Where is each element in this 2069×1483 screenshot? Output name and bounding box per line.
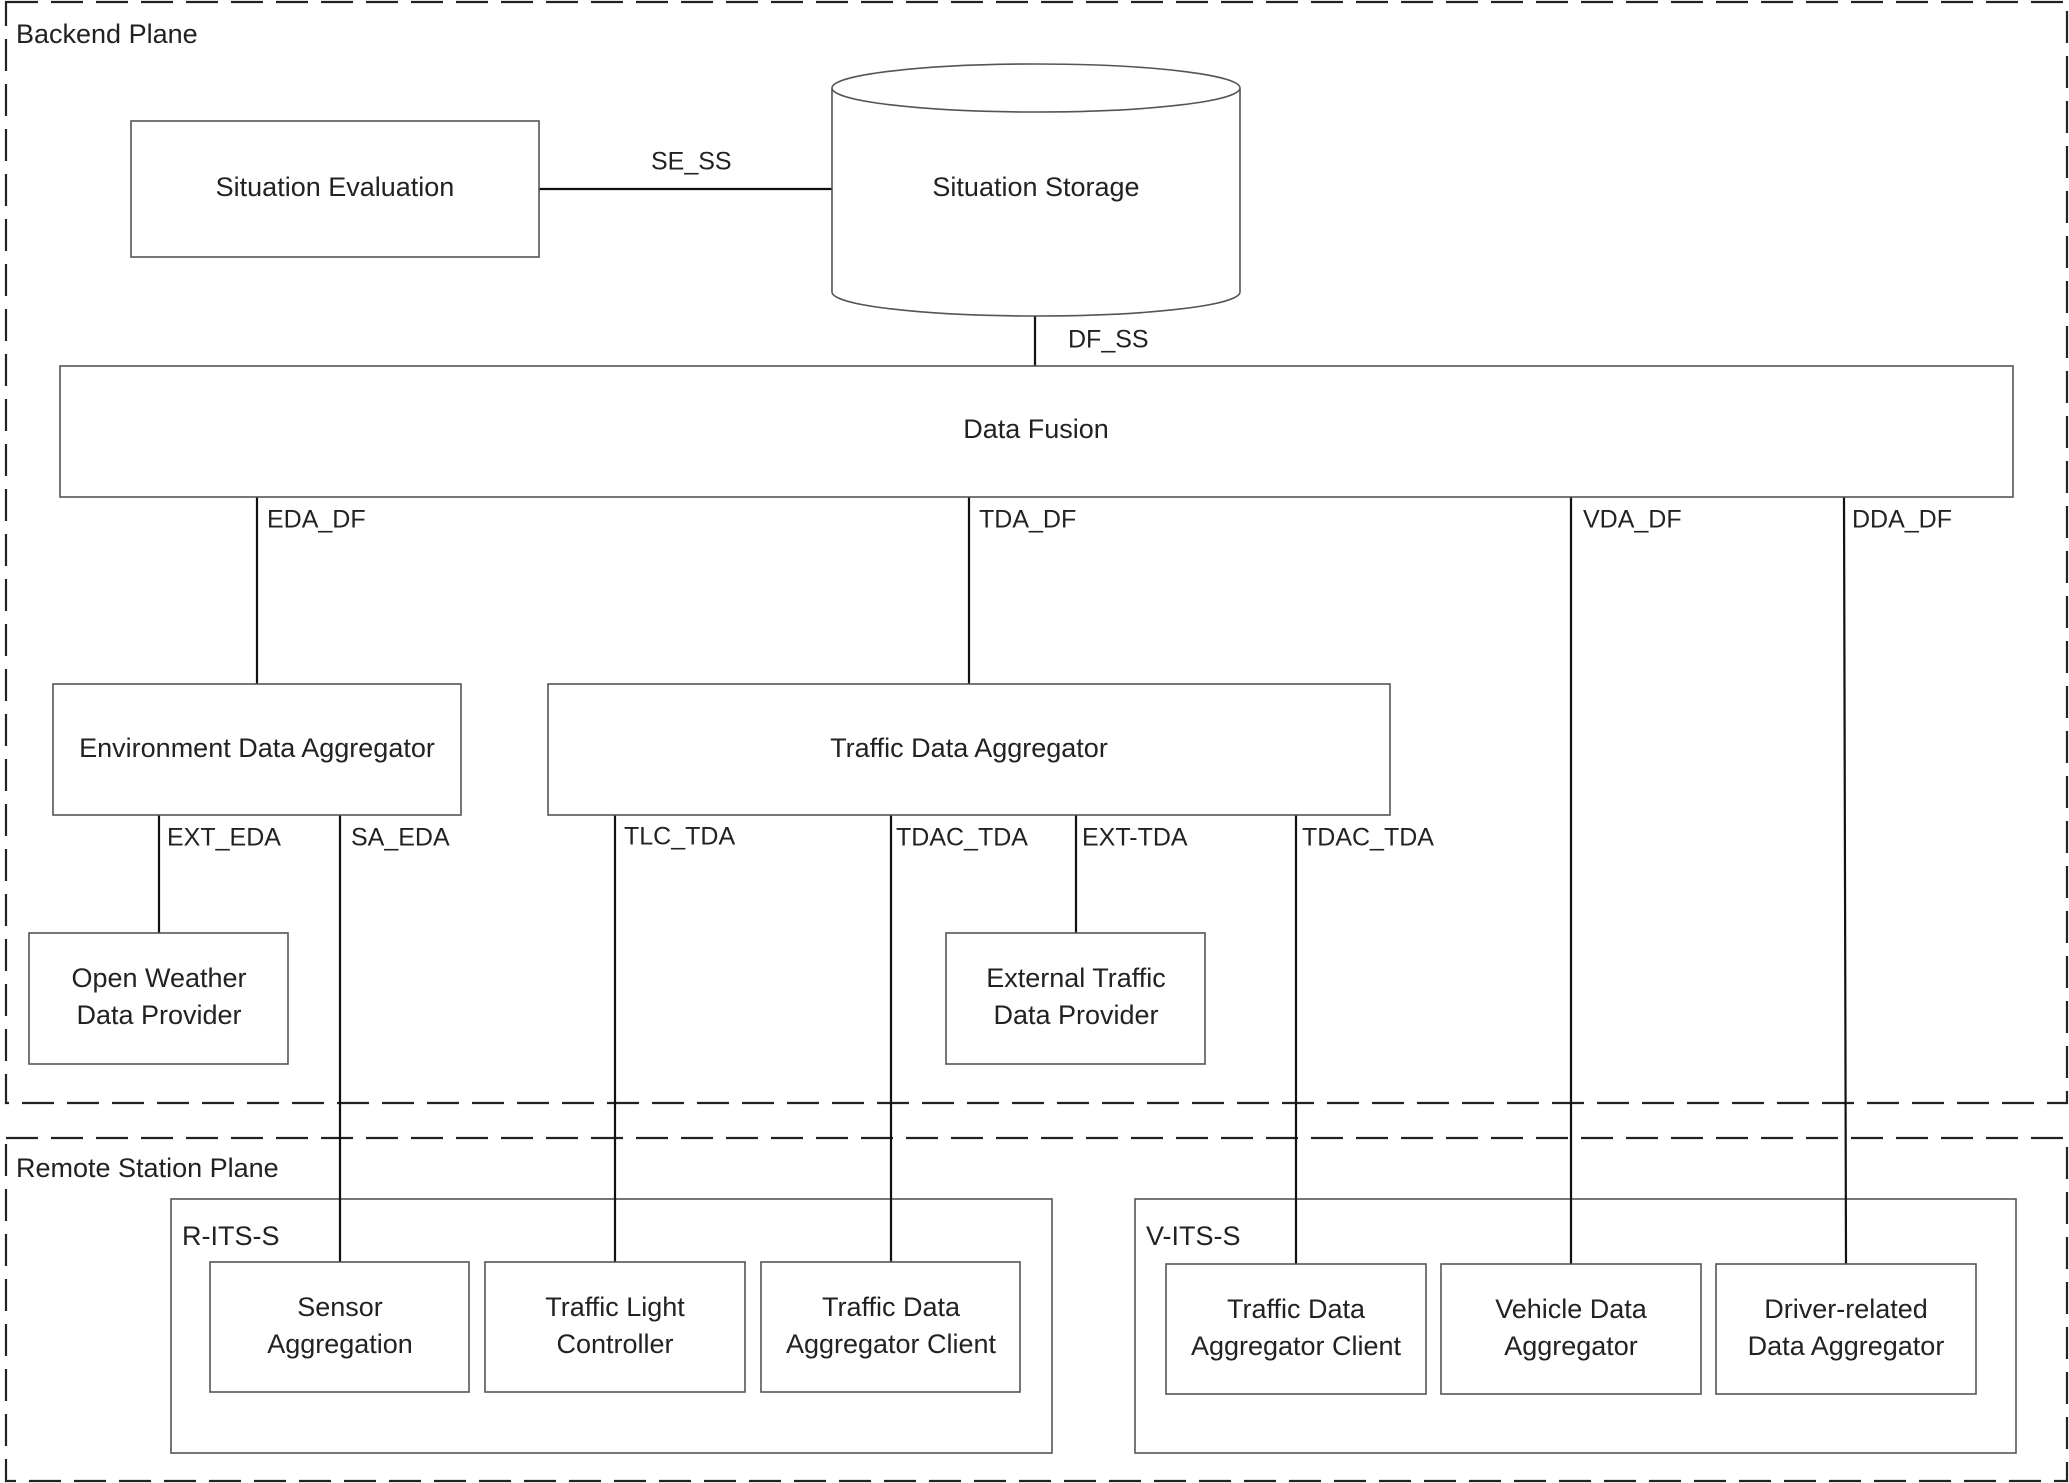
external-traffic-data-provider-box: External Traffic Data Provider [945,932,1206,1065]
interface-tlc-tda: TLC_TDA [624,823,735,851]
driver-related-data-aggregator-label-line2: Data Aggregator [1748,1331,1945,1361]
v-its-s-label: V-ITS-S [1146,1221,1241,1251]
situation-storage-label: Situation Storage [932,172,1139,202]
traffic-light-controller-label-line2: Controller [556,1329,673,1359]
backend-plane-label: Backend Plane [16,19,198,49]
sensor-aggregation-label-line1: Sensor [297,1292,383,1322]
connector-lines [157,187,1848,1265]
interface-ext-eda: EXT_EDA [167,824,281,852]
situation-evaluation-label: Situation Evaluation [216,172,455,202]
driver-related-data-aggregator-label-line1: Driver-related [1764,1294,1928,1324]
open-weather-data-provider-label-line1: Open Weather [71,963,246,993]
external-traffic-data-provider-label-line1: External Traffic [986,963,1166,993]
traffic-light-controller-label-line1: Traffic Light [545,1292,685,1322]
sensor-aggregation-box: Sensor Aggregation [209,1261,470,1393]
interface-tdac-tda-r: TDAC_TDA [896,824,1028,852]
remote-station-plane [4,1136,2069,1483]
interface-vda-df: VDA_DF [1583,506,1682,534]
interface-ext-tda: EXT-TDA [1082,824,1188,852]
external-traffic-data-provider-label-line2: Data Provider [993,1000,1158,1030]
open-weather-data-provider-label-line2: Data Provider [76,1000,241,1030]
dda-df-line [1842,496,1848,1265]
data-fusion-label: Data Fusion [963,414,1109,444]
traffic-data-aggregator-label: Traffic Data Aggregator [830,733,1108,763]
r-its-s-group [170,1198,1053,1454]
vehicle-data-aggregator-label-line2: Aggregator [1504,1331,1638,1361]
traffic-data-aggregator-box: Traffic Data Aggregator [547,683,1391,816]
interface-df-ss: DF_SS [1068,326,1149,354]
data-fusion-box: Data Fusion [59,365,2014,498]
interface-tdac-tda-v: TDAC_TDA [1302,824,1434,852]
traffic-data-aggregator-client-v-box: Traffic Data Aggregator Client [1165,1263,1427,1395]
environment-data-aggregator-label: Environment Data Aggregator [79,733,435,763]
v-its-s-group [1134,1198,2017,1454]
traffic-data-aggregator-client-v-label-line2: Aggregator Client [1191,1331,1402,1361]
interface-tda-df: TDA_DF [979,506,1076,534]
interface-se-ss: SE_SS [651,148,732,176]
interface-sa-eda: SA_EDA [351,824,450,852]
situation-storage-database: Situation Storage [831,63,1241,317]
open-weather-data-provider-box: Open Weather Data Provider [28,932,289,1065]
backend-plane [4,0,2069,1105]
environment-data-aggregator-box: Environment Data Aggregator [52,683,462,816]
remote-station-plane-label: Remote Station Plane [16,1153,279,1183]
situation-evaluation-box: Situation Evaluation [130,120,540,258]
traffic-data-aggregator-client-r-label-line1: Traffic Data [822,1292,961,1322]
vehicle-data-aggregator-label-line1: Vehicle Data [1495,1294,1648,1324]
traffic-data-aggregator-client-r-label-line2: Aggregator Client [786,1329,997,1359]
driver-related-data-aggregator-box: Driver-related Data Aggregator [1715,1263,1977,1395]
interface-dda-df: DDA_DF [1852,506,1952,534]
interface-eda-df: EDA_DF [267,506,366,534]
sensor-aggregation-label-line2: Aggregation [267,1329,413,1359]
traffic-data-aggregator-client-v-label-line1: Traffic Data [1227,1294,1366,1324]
r-its-s-label: R-ITS-S [182,1221,280,1251]
traffic-light-controller-box: Traffic Light Controller [484,1261,746,1393]
traffic-data-aggregator-client-r-box: Traffic Data Aggregator Client [760,1261,1021,1393]
vehicle-data-aggregator-box: Vehicle Data Aggregator [1440,1263,1702,1395]
